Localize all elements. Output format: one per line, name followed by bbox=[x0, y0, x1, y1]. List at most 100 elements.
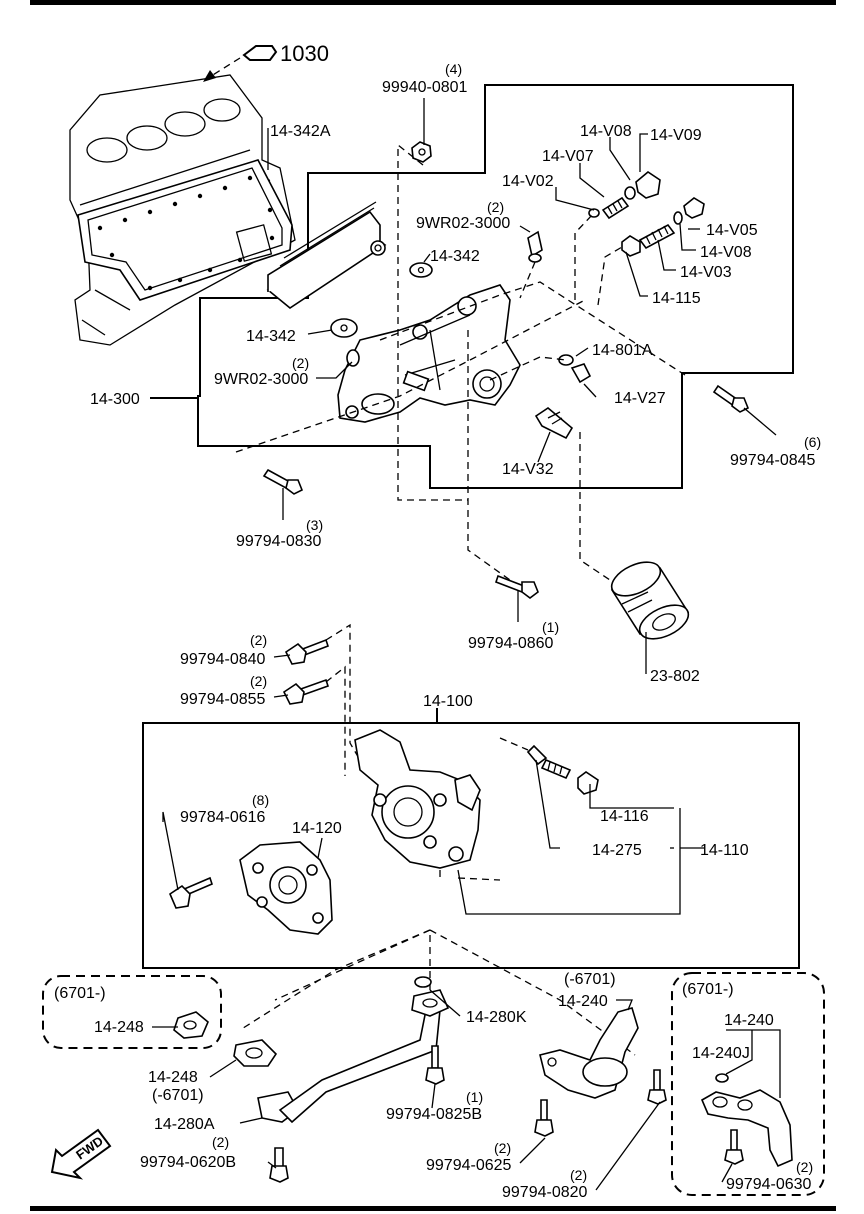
bolt-99794-0830 bbox=[262, 468, 304, 495]
label-14-V09: 14-V09 bbox=[650, 127, 702, 144]
label-14-300: 14-300 bbox=[90, 391, 140, 408]
label-14-248-b: 14-248 bbox=[148, 1069, 198, 1086]
label-99794-0860: 99794-0860 bbox=[468, 635, 554, 652]
oil-strainer-pipe bbox=[257, 989, 450, 1124]
region-box-left bbox=[42, 975, 222, 1049]
label-99784-0616: 99784-0616 bbox=[180, 809, 266, 826]
nut-99940-0801 bbox=[411, 141, 432, 163]
label-14-110: 14-110 bbox=[700, 842, 749, 859]
qty-99794-0855: (2) bbox=[250, 673, 267, 689]
bolt-99794-0630 bbox=[724, 1129, 744, 1165]
label-14-801A: 14-801A bbox=[592, 342, 653, 359]
label-23-802: 23-802 bbox=[650, 668, 700, 685]
gasket-14-342-upper bbox=[409, 262, 433, 278]
label-14-V05: 14-V05 bbox=[706, 222, 758, 239]
oil-cooler bbox=[266, 201, 387, 309]
label-14-342A: 14-342A bbox=[270, 123, 331, 140]
label-99794-0630: 99794-0630 bbox=[726, 1176, 812, 1193]
gasket-14-248-lower bbox=[233, 1039, 278, 1067]
qty-9WR02-3000-a: (2) bbox=[487, 199, 504, 215]
label-14-115: 14-115 bbox=[652, 290, 701, 307]
gasket-14-248-box bbox=[173, 1011, 209, 1039]
bolt-99794-0860 bbox=[494, 574, 539, 599]
bolt-99794-0855 bbox=[282, 678, 330, 705]
label-9WR02-3000-a: 9WR02-3000 bbox=[416, 215, 510, 232]
bolt-99794-0840 bbox=[284, 638, 330, 665]
qty-99794-0840: (2) bbox=[250, 632, 267, 648]
label-99794-0840: 99794-0840 bbox=[180, 651, 266, 668]
valve-parts-14-V bbox=[588, 171, 705, 257]
label-14-V02: 14-V02 bbox=[502, 173, 554, 190]
qty-99794-0860: (1) bbox=[542, 619, 559, 635]
label-99794-0625: 99794-0625 bbox=[426, 1157, 512, 1174]
bolt-99794-0820 bbox=[647, 1069, 667, 1105]
label-14-V08-b: 14-V08 bbox=[700, 244, 752, 261]
label-14-342-a: 14-342 bbox=[430, 248, 480, 265]
qty-99794-0830: (3) bbox=[306, 517, 323, 533]
qty-99794-0630: (2) bbox=[796, 1159, 813, 1175]
label-14-248-a: 14-248 bbox=[94, 1019, 144, 1036]
region-box-right bbox=[671, 972, 825, 1196]
label-14-V27: 14-V27 bbox=[614, 390, 666, 407]
label-99794-0845: 99794-0845 bbox=[730, 452, 816, 469]
reference-arrow-1030: 1030 bbox=[203, 41, 329, 82]
label-14-120: 14-120 bbox=[292, 820, 342, 837]
qty-99794-0845: (6) bbox=[804, 434, 821, 450]
label-99794-0830: 99794-0830 bbox=[236, 533, 322, 550]
qty-99794-0820: (2) bbox=[570, 1167, 587, 1183]
label-14-240J: 14-240J bbox=[692, 1045, 750, 1062]
oil-pump-body bbox=[354, 729, 481, 869]
gasket-14-801A bbox=[558, 354, 574, 366]
label-14-V07: 14-V07 bbox=[542, 148, 594, 165]
label-14-100: 14-100 bbox=[423, 693, 473, 710]
label-14-116: 14-116 bbox=[600, 808, 649, 825]
label-14-V03: 14-V03 bbox=[680, 264, 732, 281]
oil-filter-23-802 bbox=[610, 561, 690, 640]
label-14-240-b: 14-240 bbox=[724, 1012, 774, 1029]
sensor-14-V32 bbox=[534, 407, 574, 440]
bolt-99794-0825B bbox=[425, 1045, 445, 1085]
label-99940-0801: 99940-0801 bbox=[382, 79, 468, 96]
bracket-14-240-middle bbox=[539, 1007, 639, 1099]
cover-14-120 bbox=[239, 841, 333, 935]
oil-filter-housing bbox=[337, 284, 521, 423]
qty-99794-0825B: (1) bbox=[466, 1089, 483, 1105]
oring-14-280K bbox=[414, 976, 432, 988]
forward-direction-arrow: FWD bbox=[50, 1128, 112, 1180]
region-label-right: (6701-) bbox=[682, 981, 734, 998]
bracket-14-240-right bbox=[700, 1073, 793, 1168]
bolt-99794-0845 bbox=[712, 384, 750, 413]
region-label-middle: (-6701) bbox=[564, 971, 616, 988]
label-14-342-b: 14-342 bbox=[246, 328, 296, 345]
plug-9WR02-3000-lower bbox=[346, 349, 360, 367]
label-14-280K: 14-280K bbox=[466, 1009, 527, 1026]
label-14-280A: 14-280A bbox=[154, 1116, 215, 1133]
reference-1030-label: 1030 bbox=[280, 41, 329, 66]
label-14-V32: 14-V32 bbox=[502, 461, 554, 478]
qty-99784-0616: (8) bbox=[252, 792, 269, 808]
plug-9WR02-3000-upper bbox=[527, 230, 543, 263]
assembly-box-14-100 bbox=[142, 722, 800, 969]
label-99794-0855: 99794-0855 bbox=[180, 691, 266, 708]
callout-labels: 14-342A (4) 99940-0801 14-V08 14-V09 14-… bbox=[54, 61, 821, 1201]
label-99794-0620B: 99794-0620B bbox=[140, 1154, 236, 1171]
bolt-99794-0625 bbox=[534, 1099, 554, 1137]
gasket-14-342-lower bbox=[330, 318, 358, 338]
bolt-99794-0620B bbox=[269, 1147, 289, 1183]
qty-9WR02-3000-b: (2) bbox=[292, 355, 309, 371]
label-14-275: 14-275 bbox=[592, 842, 642, 859]
assembly-box-14-300 bbox=[197, 84, 794, 489]
plug-14-V27 bbox=[570, 363, 592, 384]
label-14-240-a: 14-240 bbox=[558, 993, 608, 1010]
gasket-14-342A bbox=[77, 159, 293, 301]
region-label-14-248-b: (-6701) bbox=[152, 1087, 204, 1104]
bolt-99784-0616 bbox=[169, 876, 213, 909]
top-border bbox=[30, 0, 836, 5]
label-99794-0825B: 99794-0825B bbox=[386, 1106, 482, 1123]
qty-99794-0620B: (2) bbox=[212, 1134, 229, 1150]
bottom-border bbox=[30, 1206, 836, 1211]
label-9WR02-3000-b: 9WR02-3000 bbox=[214, 371, 308, 388]
label-14-V08-a: 14-V08 bbox=[580, 123, 632, 140]
label-99794-0820: 99794-0820 bbox=[502, 1184, 588, 1201]
